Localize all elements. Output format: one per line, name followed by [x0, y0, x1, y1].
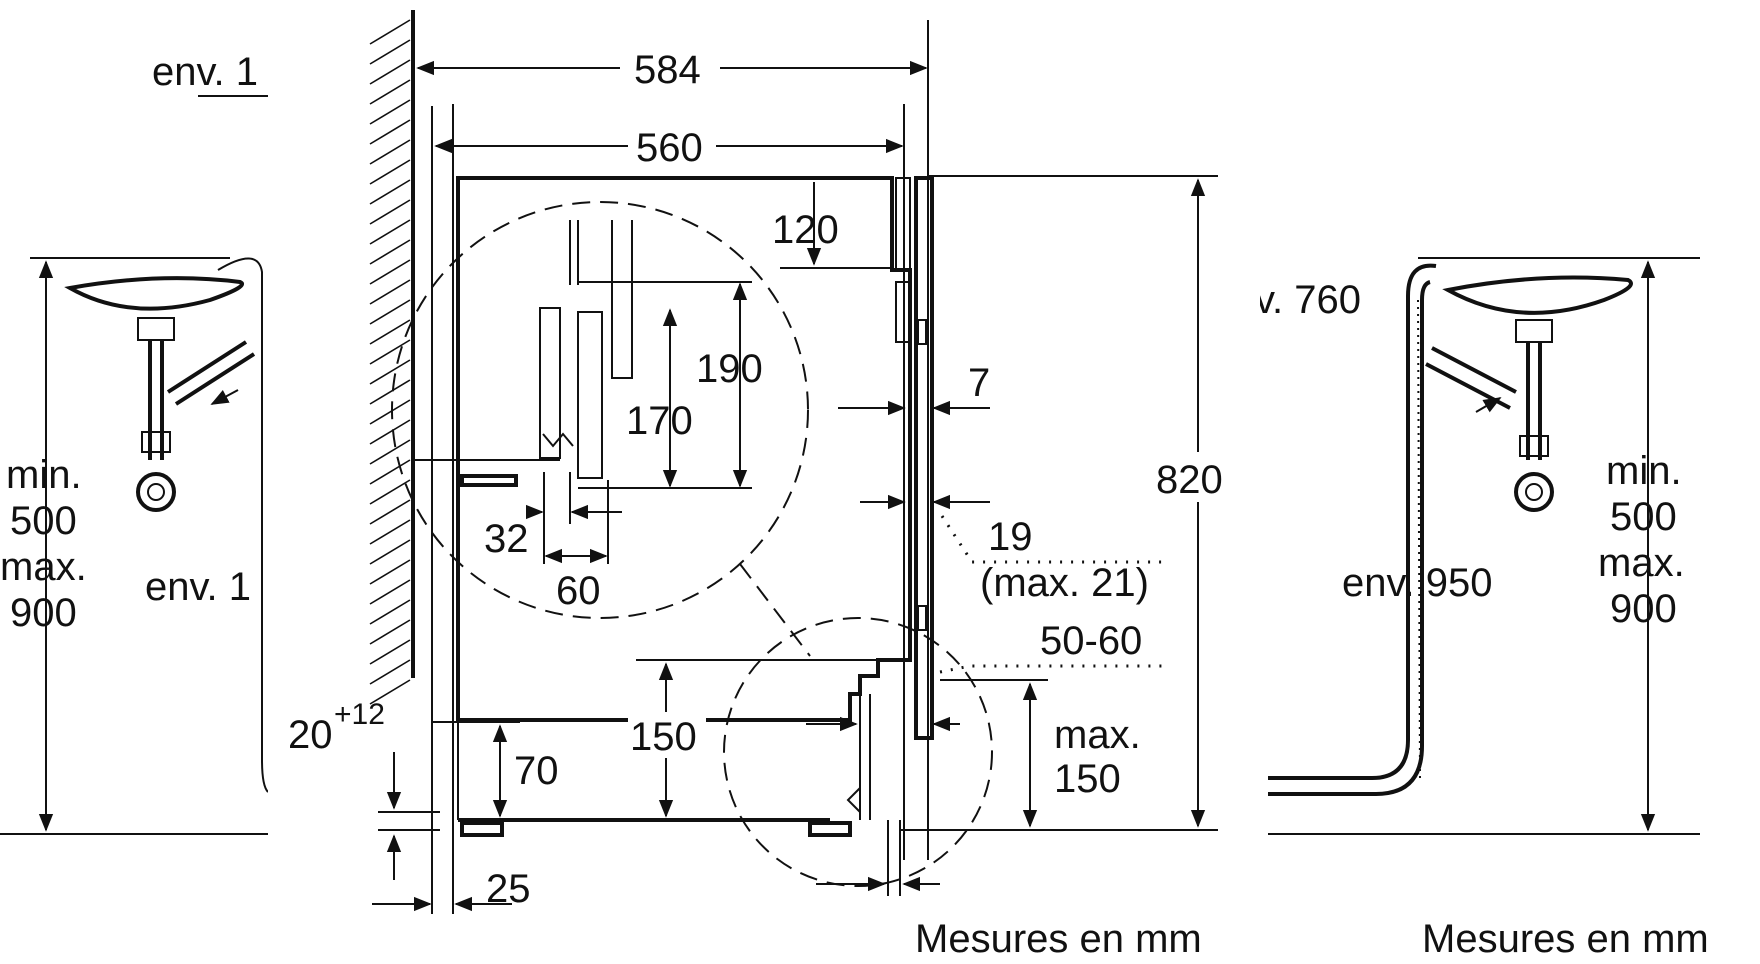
left-hose-riser — [217, 257, 269, 793]
right-sink-basin — [1442, 275, 1633, 315]
wall-hatch-line — [369, 39, 411, 65]
left-env-mid-label: env. 1 — [145, 565, 251, 609]
wall-hatch-line — [369, 519, 411, 545]
dim-50-60-label: 50-60 — [1040, 619, 1142, 663]
dim-170-label: 170 — [626, 399, 693, 443]
furniture-door — [914, 176, 934, 740]
units-label-left: Mesures en mm — [915, 917, 1202, 961]
right-sink-panel: v. 760 env. 950 min. 500 max. 900 Mesure… — [1230, 0, 1709, 964]
left-900-label: 900 — [10, 591, 77, 635]
wall-hatch-line — [369, 79, 411, 105]
right-pipe-joint — [1519, 435, 1549, 457]
right-env-top-label: v. 760 — [1255, 278, 1361, 322]
left-sink-panel: env. 1 env. 1 min. 500 max. 900 — [0, 0, 308, 964]
wall-hatch-line — [369, 499, 411, 525]
wall-hatch-line — [369, 639, 411, 665]
dim-max-150-label: 150 — [1054, 757, 1121, 801]
left-drain-pipe — [148, 340, 164, 460]
dim-max-label: max. — [1054, 713, 1141, 757]
wall-hatch-line — [369, 559, 411, 585]
right-max-label: max. — [1598, 541, 1685, 585]
wall-hatch-line — [369, 359, 411, 385]
wall-hatch-line — [369, 19, 411, 45]
right-sink-drain — [1515, 319, 1553, 343]
left-pipe-joint — [141, 431, 171, 453]
wall-hatch-line — [369, 59, 411, 85]
wall-hatching — [369, 10, 415, 705]
detail-circle-top — [391, 201, 809, 619]
wall-hatch-line — [369, 579, 411, 605]
units-label-right: Mesures en mm — [1422, 917, 1709, 961]
left-500-label: 500 — [10, 499, 77, 543]
wall-hatch-line — [369, 279, 411, 305]
wall-hatch-line — [369, 119, 411, 145]
left-sink-drain — [137, 317, 175, 341]
wall-hatch-line — [369, 459, 411, 485]
dim-25-label: 25 — [486, 867, 531, 911]
right-hose-segment — [1425, 346, 1517, 410]
right-900-label: 900 — [1610, 587, 1677, 631]
wall-hatch-line — [369, 619, 411, 645]
wall-hatch-line — [369, 379, 411, 405]
right-500-label: 500 — [1610, 495, 1677, 539]
left-hose-segment — [166, 340, 256, 406]
detail-circle-bottom — [723, 617, 993, 887]
dim-20-label: 20 — [288, 713, 333, 757]
wall-hatch-line — [369, 159, 411, 185]
right-min-label: min. — [1606, 449, 1682, 493]
left-max-label: max. — [0, 545, 87, 589]
dim-820-label: 820 — [1156, 458, 1223, 502]
wall-hatch-line — [369, 539, 411, 565]
appliance-body — [456, 176, 912, 722]
left-siphon-trap — [136, 472, 176, 512]
wall-hatch-line — [369, 299, 411, 325]
wall-hatch-line — [369, 479, 411, 505]
wall-hatch-line — [369, 439, 411, 465]
left-foot — [460, 821, 504, 837]
dim-120-label: 120 — [772, 208, 839, 252]
wall-hatch-line — [369, 199, 411, 225]
dim-584-label: 584 — [634, 48, 701, 92]
right-env-mid-label: env. 950 — [1342, 561, 1493, 605]
dim-190-label: 190 — [696, 347, 763, 391]
dim-32-label: 32 — [484, 517, 529, 561]
wall-hatch-line — [369, 259, 411, 285]
wall-hatch-line — [369, 399, 411, 425]
dim-19-max-label: (max. 21) — [980, 561, 1149, 605]
dim-plus12-label: +12 — [334, 698, 385, 731]
left-sink-basin — [64, 276, 244, 311]
left-min-label: min. — [6, 453, 82, 497]
dim-150-label: 150 — [630, 715, 697, 759]
center-installation-panel: 584 560 820 120 190 170 32 60 7 — [288, 10, 1248, 961]
wall-hatch-line — [369, 339, 411, 365]
wall-hatch-line — [369, 319, 411, 345]
wall-hatch-line — [369, 139, 411, 165]
right-foot — [808, 821, 852, 837]
dim-70-label: 70 — [514, 749, 559, 793]
wall-hatch-line — [369, 239, 411, 265]
right-hose-outer — [1268, 263, 1437, 780]
right-siphon-trap — [1514, 472, 1554, 512]
wall-hatch-line — [369, 99, 411, 125]
dim-560-label: 560 — [636, 126, 703, 170]
left-env-top-label: env. 1 — [152, 50, 258, 94]
wall-hatch-line — [369, 599, 411, 625]
wall-hatch-line — [369, 679, 411, 705]
right-drain-pipe — [1526, 342, 1542, 460]
wall-hatch-line — [369, 419, 411, 445]
dim-60-label: 60 — [556, 569, 601, 613]
dim-19-label: 19 — [988, 515, 1033, 559]
right-hose-inner — [1268, 280, 1431, 796]
dim-7-label: 7 — [968, 361, 990, 405]
wall-hatch-line — [369, 219, 411, 245]
wall-hatch-line — [369, 179, 411, 205]
wall-hatch-line — [369, 659, 411, 685]
